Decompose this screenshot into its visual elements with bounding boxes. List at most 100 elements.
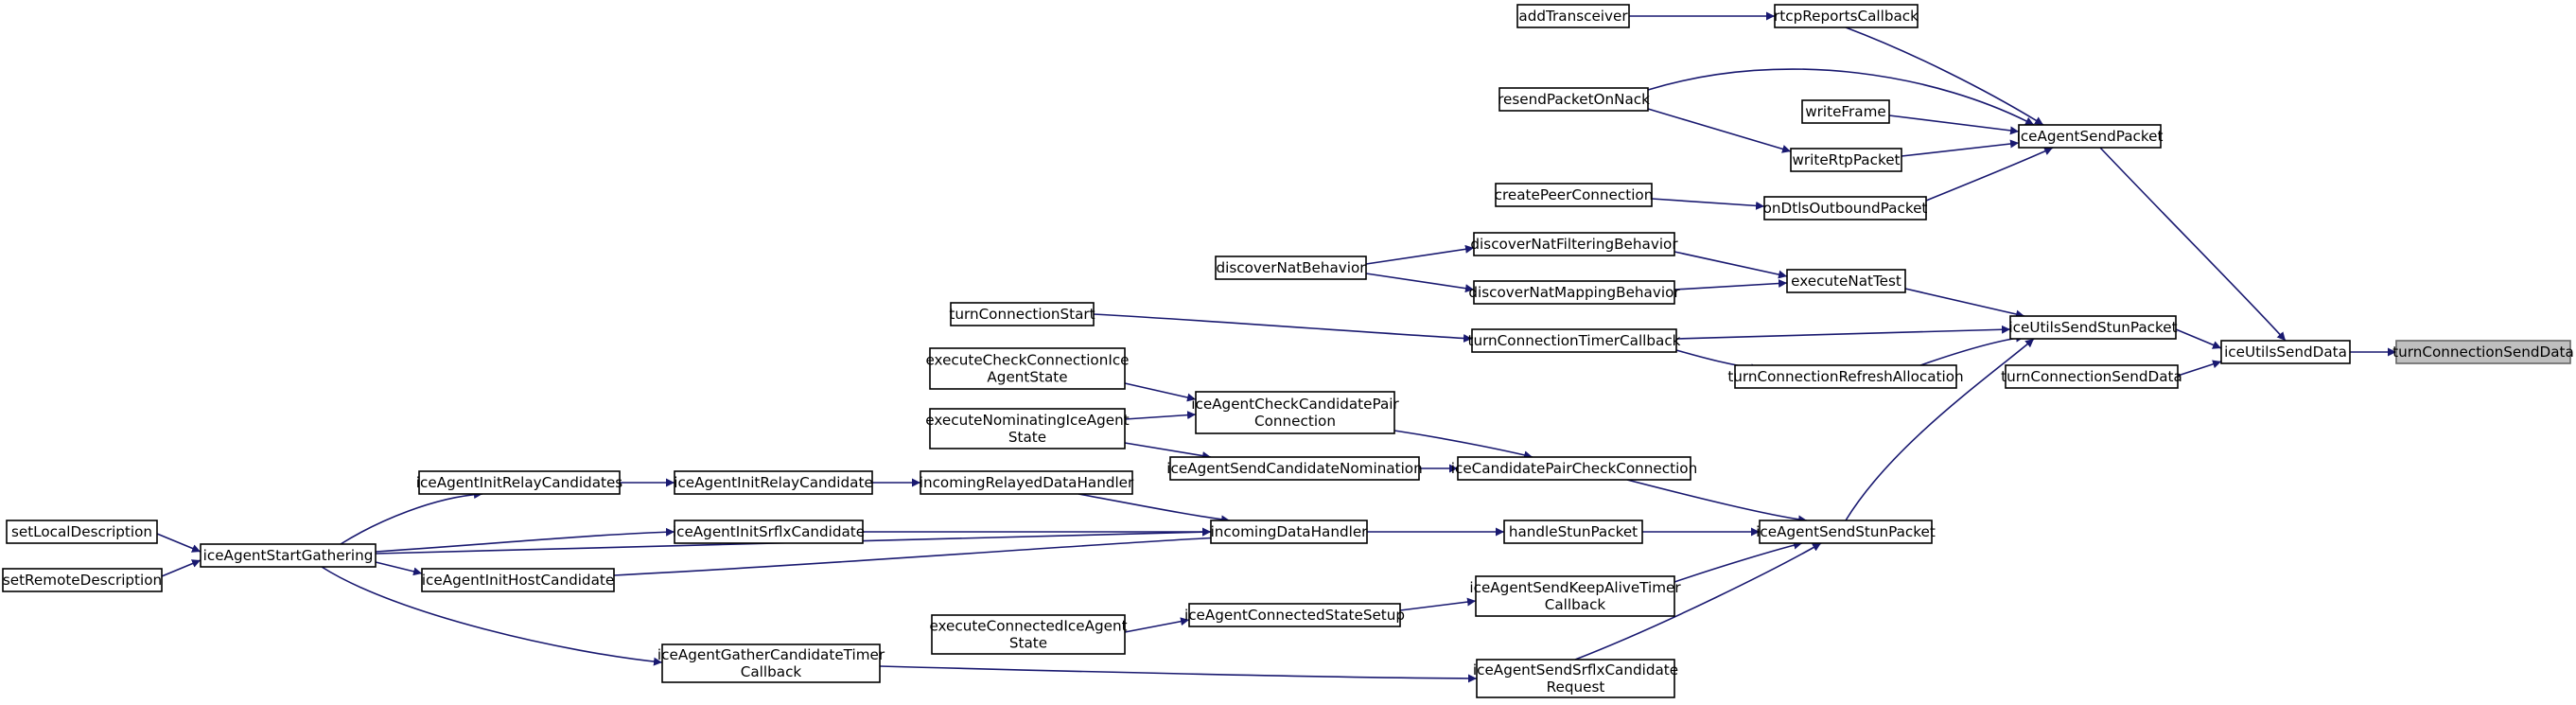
node-box: [929, 408, 1126, 449]
node-iceAgentInitRelayCandidate[interactable]: iceAgentInitRelayCandidate: [674, 470, 873, 495]
node-label: executeNominatingIceAgent: [925, 412, 1129, 429]
node-turnConnectionStart[interactable]: turnConnectionStart: [949, 302, 1095, 326]
node-box: [1774, 4, 1919, 28]
node-iceAgentSendPacket[interactable]: iceAgentSendPacket: [2017, 124, 2164, 149]
node-label: iceAgentCheckCandidatePair: [1191, 396, 1399, 413]
node-turnConnectionRefreshAllocation[interactable]: turnConnectionRefreshAllocation: [1727, 364, 1964, 389]
node-discoverNatMappingBehavior[interactable]: discoverNatMappingBehavior: [1468, 280, 1680, 305]
node-box: [1503, 520, 1643, 544]
node-iceAgentConnectedStateSetup[interactable]: iceAgentConnectedStateSetup: [1184, 603, 1405, 627]
edge-discoverNatFilteringBehavior-to-executeNatTest: [1674, 251, 1788, 279]
node-label: turnConnectionRefreshAllocation: [1727, 368, 1963, 385]
edge-turnConnectionStart-to-turnConnectionTimerCallback: [1093, 313, 1473, 343]
edge-iceUtilsSendStunPacket-to-iceUtilsSendData: [2175, 328, 2222, 349]
node-box: [421, 568, 615, 592]
node-writeRtpPacket[interactable]: writeRtpPacket: [1790, 148, 1902, 172]
node-label: Callback: [1545, 596, 1606, 613]
edge-turnConnectionSendData2-to-iceUtilsSendData: [2177, 360, 2222, 377]
node-box: [1473, 232, 1675, 256]
node-box: [2, 568, 163, 592]
node-label: iceAgentSendPacket: [2017, 128, 2164, 145]
node-iceUtilsSendStunPacket[interactable]: iceUtilsSendStunPacket: [2008, 315, 2178, 340]
node-label: iceAgentSendKeepAliveTimer: [1469, 579, 1681, 596]
node-label: iceUtilsSendData: [2224, 344, 2347, 361]
node-iceAgentInitHostCandidate[interactable]: iceAgentInitHostCandidate: [421, 568, 615, 592]
node-label: iceAgentSendSrflxCandidate: [1473, 661, 1678, 679]
node-label: iceAgentGatherCandidateTimer: [657, 646, 885, 663]
edge-turnConnectionTimerCallback-to-iceUtilsSendStunPacket: [1675, 325, 2011, 340]
node-label: turnConnectionTimerCallback: [1468, 332, 1681, 349]
node-label: setLocalDescription: [11, 523, 152, 540]
node-incomingDataHandler[interactable]: incomingDataHandler: [1210, 520, 1369, 544]
node-setRemoteDescription[interactable]: setRemoteDescription: [2, 568, 163, 592]
node-label: handleStunPacket: [1509, 523, 1638, 540]
node-turnConnectionSendData2[interactable]: turnConnectionSendData: [2001, 364, 2182, 389]
node-onDtlsOutboundPacket[interactable]: onDtlsOutboundPacket: [1763, 196, 1928, 220]
node-box: [674, 470, 873, 495]
node-iceUtilsSendData[interactable]: iceUtilsSendData: [2220, 340, 2351, 364]
node-label: writeRtpPacket: [1792, 151, 1900, 168]
node-box: [200, 543, 377, 568]
node-turnConnectionSendData_root[interactable]: turnConnectionSendData: [2392, 340, 2574, 364]
edge-resendPacketOnNack-to-iceAgentSendPacket: [1647, 68, 2035, 126]
node-label: executeNatTest: [1791, 273, 1901, 290]
node-box: [2018, 124, 2162, 149]
node-discoverNatFilteringBehavior[interactable]: discoverNatFilteringBehavior: [1470, 232, 1678, 256]
node-iceAgentInitRelayCandidates[interactable]: iceAgentInitRelayCandidates: [416, 470, 623, 495]
node-executeNatTest[interactable]: executeNatTest: [1786, 269, 1906, 293]
node-rtcpReportsCallback[interactable]: rtcpReportsCallback: [1774, 4, 1919, 28]
edge-resendPacketOnNack-to-writeRtpPacket: [1647, 108, 1792, 153]
node-label: addTransceiver: [1518, 8, 1628, 25]
node-box: [1215, 256, 1367, 280]
edge-createPeerConnection-to-onDtlsOutboundPacket: [1651, 198, 1765, 210]
edge-iceAgentSendSrflxCandidateRequest-to-iceAgentSendStunPacket: [1574, 542, 1822, 661]
node-label: executeConnectedIceAgent: [929, 618, 1127, 635]
node-discoverNatBehavior[interactable]: discoverNatBehavior: [1215, 256, 1367, 280]
edge-iceAgentInitHostCandidate-to-incomingDataHandler: [613, 533, 1221, 576]
node-iceAgentStartGathering[interactable]: iceAgentStartGathering: [200, 543, 377, 568]
edge-iceAgentSendStunPacket-to-iceUtilsSendStunPacket: [1845, 338, 2035, 521]
node-box: [2009, 315, 2177, 340]
node-label: iceAgentInitRelayCandidate: [674, 474, 873, 491]
edge-iceCandidatePairCheckConnection-to-iceAgentSendStunPacket: [1626, 479, 1808, 524]
node-label: onDtlsOutboundPacket: [1763, 200, 1928, 217]
edge-iceAgentStartGathering-to-iceAgentGatherCandidateTimerCallback: [321, 566, 663, 666]
node-resendPacketOnNack[interactable]: resendPacketOnNack: [1498, 87, 1650, 112]
node-iceCandidatePairCheckConnection[interactable]: iceCandidatePairCheckConnection: [1451, 456, 1697, 481]
node-iceAgentSendCandidateNomination[interactable]: iceAgentSendCandidateNomination: [1166, 456, 1423, 481]
node-writeFrame[interactable]: writeFrame: [1801, 99, 1890, 124]
node-label: Callback: [741, 663, 802, 680]
node-label: discoverNatFilteringBehavior: [1470, 236, 1678, 253]
edge-writeFrame-to-iceAgentSendPacket: [1888, 115, 2020, 135]
node-box: [1495, 183, 1653, 207]
node-box: [1475, 575, 1675, 617]
node-box: [2220, 340, 2351, 364]
node-box: [1195, 391, 1395, 434]
edge-executeNatTest-to-iceUtilsSendStunPacket: [1904, 288, 2025, 319]
node-box: [661, 643, 881, 683]
node-box: [2005, 364, 2179, 389]
node-box: [1763, 196, 1927, 220]
node-label: incomingRelayedDataHandler: [920, 474, 1134, 491]
node-iceAgentInitSrflxCandidate[interactable]: iceAgentInitSrflxCandidate: [673, 520, 865, 544]
node-iceAgentSendStunPacket[interactable]: iceAgentSendStunPacket: [1756, 520, 1936, 544]
node-label: iceAgentConnectedStateSetup: [1184, 607, 1405, 624]
node-setLocalDescription[interactable]: setLocalDescription: [6, 520, 158, 544]
node-incomingRelayedDataHandler[interactable]: incomingRelayedDataHandler: [920, 470, 1134, 495]
node-createPeerConnection[interactable]: createPeerConnection: [1495, 183, 1654, 207]
node-box: [6, 520, 158, 544]
node-addTransceiver[interactable]: addTransceiver: [1516, 4, 1630, 28]
node-label: rtcpReportsCallback: [1774, 8, 1919, 25]
node-label: iceAgentSendStunPacket: [1756, 523, 1936, 540]
node-turnConnectionTimerCallback[interactable]: turnConnectionTimerCallback: [1468, 328, 1681, 353]
node-box: [931, 614, 1126, 655]
node-label: resendPacketOnNack: [1498, 91, 1650, 108]
node-handleStunPacket[interactable]: handleStunPacket: [1503, 520, 1643, 544]
